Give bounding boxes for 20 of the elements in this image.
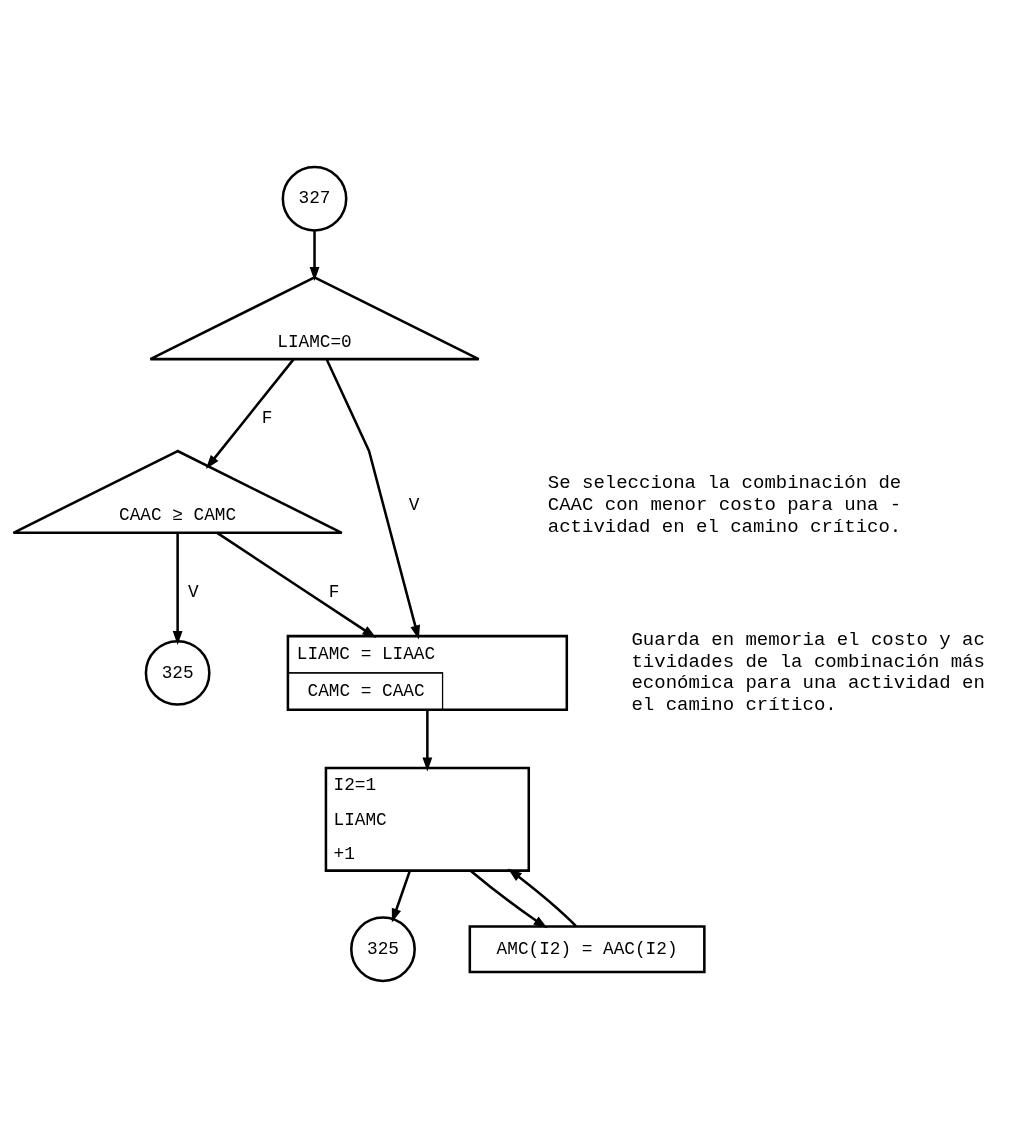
arrow [391,870,411,923]
arrow [325,358,420,640]
label: Guarda en memoria el costo y ac tividades de la combinación más económica para una actividad en el camino crítico. [631,628,985,716]
edge-label: F [328,582,340,603]
node-circle: 325 [350,916,416,983]
node-box: AMC(I2) = AAC(I2) [468,925,706,974]
arrow [309,230,320,281]
label: Se selecciona la combinación de CAAC con menor costo para una - actividad en el camino crítico. [547,472,902,538]
arrow [422,709,433,772]
edge-label: V [408,495,420,516]
arrow [470,869,548,929]
node-circle: 327 [281,165,348,232]
node-box: I2=1 LIAMC +1 [324,766,531,872]
arrow [205,358,295,469]
arrow [507,868,577,928]
arrow [172,532,183,645]
arrow [216,531,377,638]
edge-label: F [261,408,273,429]
edge-label: V [188,582,199,603]
node-circle: 325 [144,639,211,706]
